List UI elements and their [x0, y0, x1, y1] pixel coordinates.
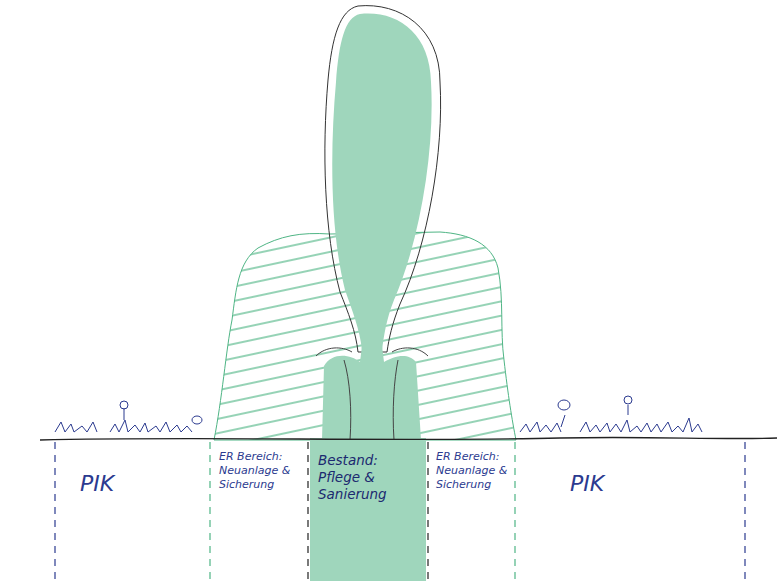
zone-boundary [54, 442, 55, 581]
zone-label: PIK [80, 470, 200, 498]
zone-label: ER Bereich: Neuanlage & Sicherung [436, 450, 512, 491]
tree-trunk [322, 346, 421, 440]
zone-label: Bestand: Pflege & Sanierung [318, 452, 420, 503]
zone-label: ER Bereich: Neuanlage & Sicherung [219, 450, 305, 491]
zone-boundary [427, 442, 428, 581]
zone-boundary [307, 442, 308, 581]
zone-band: ER Bereich: Neuanlage & Sicherung [432, 450, 512, 575]
existing-band [310, 438, 426, 581]
zone-band: Bestand: Pflege & Sanierung [312, 452, 424, 572]
zone-band: PIK [60, 470, 200, 570]
grass-left [55, 401, 202, 432]
zone-boundary [514, 442, 515, 581]
zone-boundary [744, 442, 745, 581]
tree-crown-outline [325, 6, 441, 352]
zone-boundary [209, 442, 210, 581]
zone-band: ER Bereich: Neuanlage & Sicherung [213, 450, 305, 575]
tree-crown [332, 14, 431, 350]
grass-right [520, 396, 702, 432]
zone-band: PIK [560, 470, 720, 570]
ground-line [40, 437, 777, 440]
zone-label: PIK [570, 470, 720, 498]
trunk-lines [316, 348, 428, 440]
